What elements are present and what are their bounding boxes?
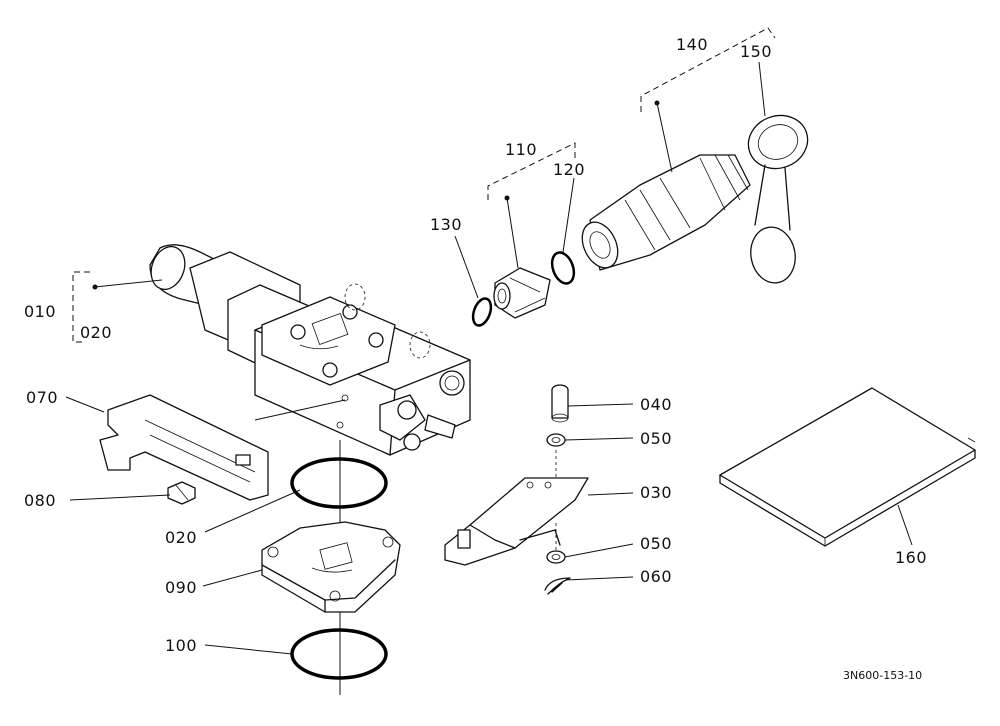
bracket-070-part <box>99 394 269 505</box>
callout-060: 060 <box>640 567 672 586</box>
washer-050-top-hole <box>551 437 561 443</box>
o-ring-100 <box>290 628 388 680</box>
callout-100: 100 <box>165 636 197 655</box>
callout-130: 130 <box>430 215 462 234</box>
clip-060-part <box>544 577 571 595</box>
callout-040: 040 <box>640 395 672 414</box>
callout-050-top: 050 <box>640 429 672 448</box>
callout-120: 120 <box>553 160 585 179</box>
o-ring-020 <box>290 457 388 509</box>
bracket-110 <box>487 142 576 200</box>
callout-090: 090 <box>165 578 197 597</box>
connector-110-part <box>471 251 576 327</box>
leader-lines <box>65 61 913 655</box>
drawing-code: 3N600-153-10 <box>843 669 922 682</box>
washer-050-bottom <box>546 550 566 564</box>
callout-020-top: 020 <box>80 323 112 342</box>
link-plate-030-part <box>444 477 589 566</box>
callout-020-mid: 020 <box>165 528 197 547</box>
callout-110: 110 <box>505 140 537 159</box>
callout-080: 080 <box>24 491 56 510</box>
dust-cap-150-part <box>747 114 809 284</box>
pin-040-part <box>551 384 569 423</box>
callout-140: 140 <box>676 35 708 54</box>
callout-150: 150 <box>740 42 772 61</box>
coupler-140-part <box>581 154 751 271</box>
manual-160-part <box>719 387 976 547</box>
callout-010: 010 <box>24 302 56 321</box>
valve-body-part <box>149 244 471 456</box>
washer-050-top <box>546 433 566 447</box>
washer-050-bottom-hole <box>551 554 561 560</box>
callout-050-bottom: 050 <box>640 534 672 553</box>
cover-plate-090-part <box>261 521 401 613</box>
callout-160: 160 <box>895 548 927 567</box>
bracket-010-020 <box>72 271 90 343</box>
callout-070: 070 <box>26 388 58 407</box>
callout-030: 030 <box>640 483 672 502</box>
